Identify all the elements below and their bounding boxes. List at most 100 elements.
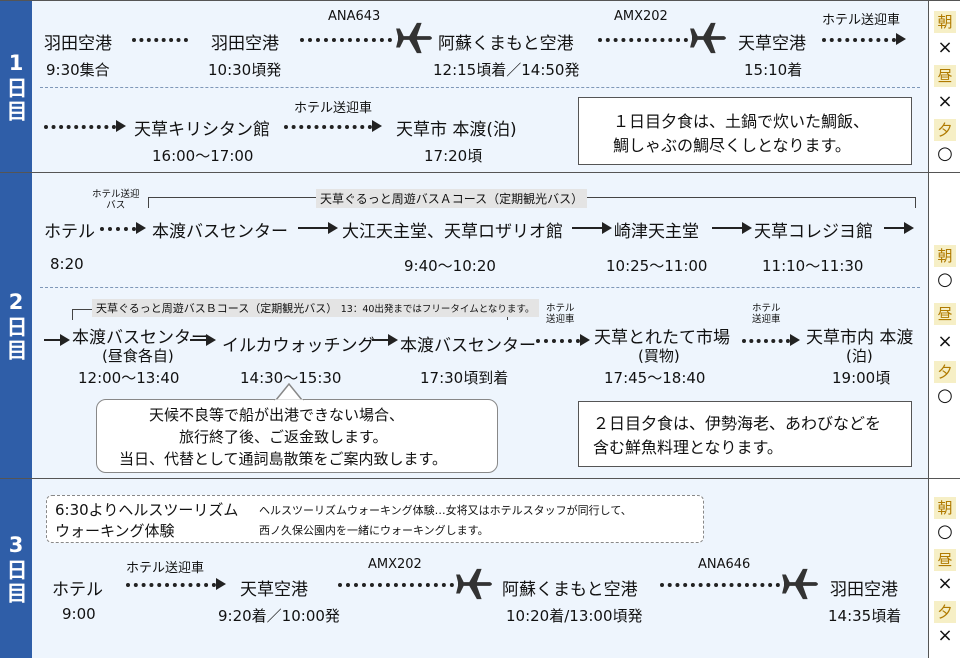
stop-place: 本渡バスセンター (400, 336, 536, 356)
arrow-line (298, 227, 328, 229)
breakfast-value: ○ (937, 521, 953, 542)
dinner-label: 夕 (934, 601, 956, 623)
arrow-head-icon (580, 334, 590, 346)
note-line: 含む鮮魚料理となります。 (593, 438, 783, 457)
dotted-connector (284, 125, 372, 129)
note-line: １日目夕食は、土鍋で炊いた鯛飯、 (613, 112, 870, 131)
airplane-icon (782, 568, 818, 600)
stop-time: 19:00頃 (832, 369, 891, 387)
walking-box: 6:30よりヘルスツーリズム ウォーキング体験 ヘルスツーリズムウォーキング体験… (46, 495, 704, 543)
breakfast-value: × (937, 37, 953, 58)
dotted-connector (100, 227, 136, 231)
dotted-connector (132, 38, 188, 42)
dotted-connector (536, 339, 580, 343)
lunch-value: × (937, 91, 953, 112)
stop-time: 8:20 (50, 255, 84, 273)
breakfast-label: 朝 (934, 11, 956, 33)
flight-number: ANA646 (698, 557, 751, 572)
stop-time: 10:20着/13:00頃発 (506, 607, 643, 625)
stop-time: 16:00〜17:00 (152, 147, 254, 165)
day3-label: 3日目 (4, 532, 28, 605)
arrow-head-icon (216, 578, 226, 590)
arrow-line (572, 227, 602, 229)
stop-time: 9:20着／10:00発 (218, 607, 340, 625)
shuttle-label-line: ホテル送迎 (92, 189, 140, 200)
breakfast-value: ○ (937, 269, 953, 290)
stop-time: 14:35頃着 (828, 607, 902, 625)
stop-time: 12:15頃着／14:50発 (433, 61, 580, 79)
day3-tab: 3日目 (0, 479, 32, 658)
stop-place: 天草空港 (240, 580, 308, 600)
stop-place: 阿蘇くまもと空港 (438, 34, 574, 54)
airplane-icon (690, 22, 726, 54)
lunch-label: 昼 (934, 303, 956, 325)
walking-title: ウォーキング体験 (55, 522, 175, 540)
arrow-line (372, 339, 388, 341)
breakfast-label: 朝 (934, 245, 956, 267)
note-line: ２日目夕食は、伊勢海老、あわびなどを (593, 414, 882, 433)
stop-time: 10:30頃発 (208, 61, 282, 79)
arrow-head-icon (206, 334, 216, 346)
arrow-line (884, 227, 904, 229)
weather-notice-bubble: 天候不良等で船が出港できない場合、 旅行終了後、ご返金致します。 当日、代替とし… (96, 399, 498, 473)
stop-time: 9:00 (62, 605, 96, 623)
stop-time: 14:30〜15:30 (240, 369, 342, 387)
lunch-label: 昼 (934, 65, 956, 87)
flight-number: AMX202 (368, 557, 422, 572)
dotted-connector (126, 583, 216, 587)
stop-place: 天草コレジヨ館 (754, 222, 873, 242)
divider (40, 287, 920, 288)
dinner-label: 夕 (934, 361, 956, 383)
arrow-head-icon (904, 222, 914, 234)
stop-place: 大江天主堂、天草ロザリオ館 (342, 222, 563, 242)
airplane-icon (456, 568, 492, 600)
shuttle-label-line: 送迎車 (752, 314, 781, 325)
stop-time: 11:10〜11:30 (762, 257, 864, 275)
stop-place: ホテル (52, 580, 103, 600)
stop-sub: (昼食各自) (102, 347, 174, 365)
dotted-connector (338, 583, 454, 587)
arrow-head-icon (790, 334, 800, 346)
day1-label: 1日目 (4, 51, 28, 123)
airplane-icon (396, 22, 432, 54)
arrow-head-icon (136, 222, 146, 234)
course-a-label: 天草ぐるっと周遊バスＡコース（定期観光バス） (316, 189, 588, 208)
arrow-head-icon (116, 120, 126, 132)
stop-place: 本渡バスセンター (152, 222, 288, 242)
bubble-line: 旅行終了後、ご返金致します。 (179, 428, 388, 446)
stop-time: 17:30頃到着 (420, 369, 509, 387)
arrow-head-icon (896, 33, 906, 45)
bubble-line: 天候不良等で船が出港できない場合、 (149, 406, 405, 424)
arrow-head-icon (328, 222, 338, 234)
stop-sub: (泊) (846, 347, 873, 365)
stop-place: 本渡バスセンター (72, 328, 208, 348)
dotted-connector (598, 38, 688, 42)
dotted-connector (742, 339, 790, 343)
day1-row: 1日目 朝 × 昼 × 夕 ○ 羽田空港 9:30集合 羽田空港 10:30頃発… (0, 0, 960, 173)
stop-time: 9:40〜10:20 (404, 257, 496, 275)
stop-time: 10:25〜11:00 (606, 257, 708, 275)
walking-desc: 西ノ久保公園内を一緒にウォーキングします。 (259, 524, 489, 537)
flight-number: AMX202 (614, 9, 668, 24)
dotted-connector (44, 125, 116, 129)
stop-place: 天草とれたて市場 (594, 328, 730, 348)
stop-place: 崎津天主堂 (614, 222, 699, 242)
arrow-line (190, 339, 206, 341)
stop-place: 天草空港 (738, 34, 806, 54)
shuttle-label: ホテル送迎車 (752, 303, 781, 325)
stop-sub: (買物) (638, 347, 680, 365)
day3-row: 3日目 朝 ○ 昼 × 夕 × 6:30よりヘルスツーリズム ウォーキング体験 … (0, 478, 960, 658)
dinner-value: ○ (937, 385, 953, 406)
stop-place: イルカウォッチング (222, 336, 375, 356)
day1-meals: 朝 × 昼 × 夕 ○ (928, 1, 960, 173)
shuttle-label-line: 送迎車 (546, 314, 575, 325)
day2-tab: 2日目 (0, 173, 32, 479)
day1-tab: 1日目 (0, 1, 32, 173)
flight-number: ANA643 (328, 9, 381, 24)
stop-time: 9:30集合 (46, 61, 110, 79)
shuttle-label-line: バス (106, 200, 126, 211)
arrow-head-icon (742, 222, 752, 234)
stop-place: 天草市 本渡(泊) (396, 120, 517, 140)
arrow-head-icon (372, 120, 382, 132)
